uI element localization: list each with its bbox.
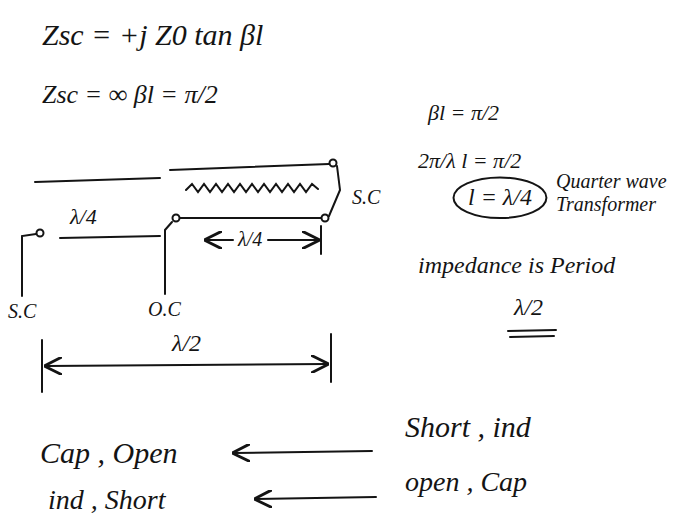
dimension-label: λ/4 xyxy=(236,228,264,251)
formula: 2π/λ l = π/2 xyxy=(418,148,521,173)
formula: Zsc = +j Z0 tan βl xyxy=(42,18,263,53)
note: Quarter wave Transformer xyxy=(556,170,668,216)
mapping-text: open , Cap xyxy=(405,466,527,498)
note: impedance is Period xyxy=(418,252,615,280)
arrow-line xyxy=(256,497,376,499)
wavy-line xyxy=(186,184,318,192)
underline xyxy=(508,330,556,331)
mapping-text: Short , ind xyxy=(405,410,531,445)
conductor-line xyxy=(60,236,160,238)
dimension-line xyxy=(268,239,318,241)
dimension-tick xyxy=(320,226,322,254)
formula: l = λ/4 xyxy=(468,184,532,212)
terminal-dot xyxy=(173,215,180,222)
circled-formula: l = λ/4 xyxy=(452,176,548,220)
terminal-dot xyxy=(330,160,337,167)
mapping-text: Cap , Open xyxy=(40,436,178,471)
dimension-tick xyxy=(41,340,43,392)
dimension-label: λ/2 xyxy=(170,330,203,358)
note: λ/2 xyxy=(514,294,543,322)
ellipse-outline xyxy=(454,178,547,219)
pointer-line xyxy=(165,222,172,294)
conductor-line xyxy=(170,164,329,170)
underline xyxy=(510,336,554,337)
end-label: S.C xyxy=(352,186,380,209)
arrow-line xyxy=(234,451,372,453)
formula: βl = π/2 xyxy=(428,100,499,125)
terminal-dot xyxy=(37,230,44,237)
short-line xyxy=(329,166,340,216)
end-label: S.C xyxy=(8,300,36,323)
mapping-text: ind , Short xyxy=(48,484,165,516)
dimension-line xyxy=(46,364,327,366)
formula: Zsc = ∞ βl = π/2 xyxy=(42,80,218,110)
conductor-line xyxy=(35,178,160,182)
conductor-line xyxy=(180,217,321,219)
end-label: O.C xyxy=(148,298,181,321)
dimension-line xyxy=(206,239,233,241)
length-label: λ/4 xyxy=(70,204,97,229)
pointer-line xyxy=(22,234,36,296)
terminal-dot xyxy=(322,215,329,222)
dimension-tick xyxy=(330,334,332,382)
